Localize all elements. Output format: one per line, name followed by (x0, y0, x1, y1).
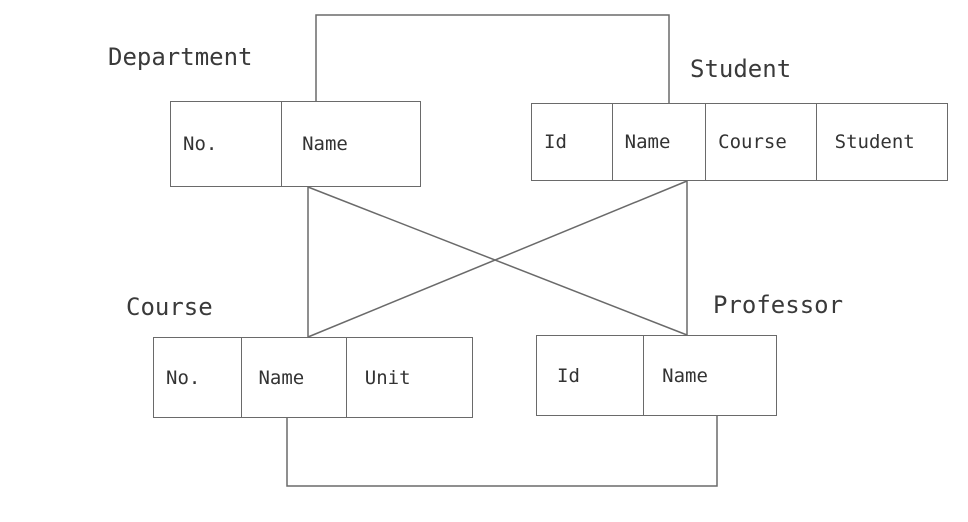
course-table: No. Name Unit (153, 337, 473, 418)
professor-title: Professor (713, 291, 844, 319)
student-field-student: Student (815, 104, 947, 180)
department-field-no: No. (183, 133, 218, 155)
link-student-course (307, 180, 688, 338)
department-title: Department (108, 43, 253, 71)
department-table: No. Name (170, 101, 421, 187)
link-department-professor (307, 186, 688, 336)
student-field-name: Name (611, 104, 706, 180)
student-table: Id Name Course Student (531, 103, 948, 181)
professor-field-id: Id (557, 364, 580, 387)
course-field-unit: Unit (345, 338, 472, 417)
student-field-id: Id (544, 131, 567, 153)
course-field-no: No. (166, 366, 201, 389)
link-department-student (315, 14, 670, 103)
course-field-name: Name (241, 338, 345, 417)
student-field-course: Course (705, 104, 815, 180)
course-title: Course (126, 293, 213, 321)
department-field-name: Name (281, 102, 420, 186)
link-course-professor (286, 416, 718, 487)
professor-field-name: Name (643, 336, 776, 415)
student-title: Student (690, 55, 792, 83)
professor-table: Id Name (536, 335, 777, 416)
